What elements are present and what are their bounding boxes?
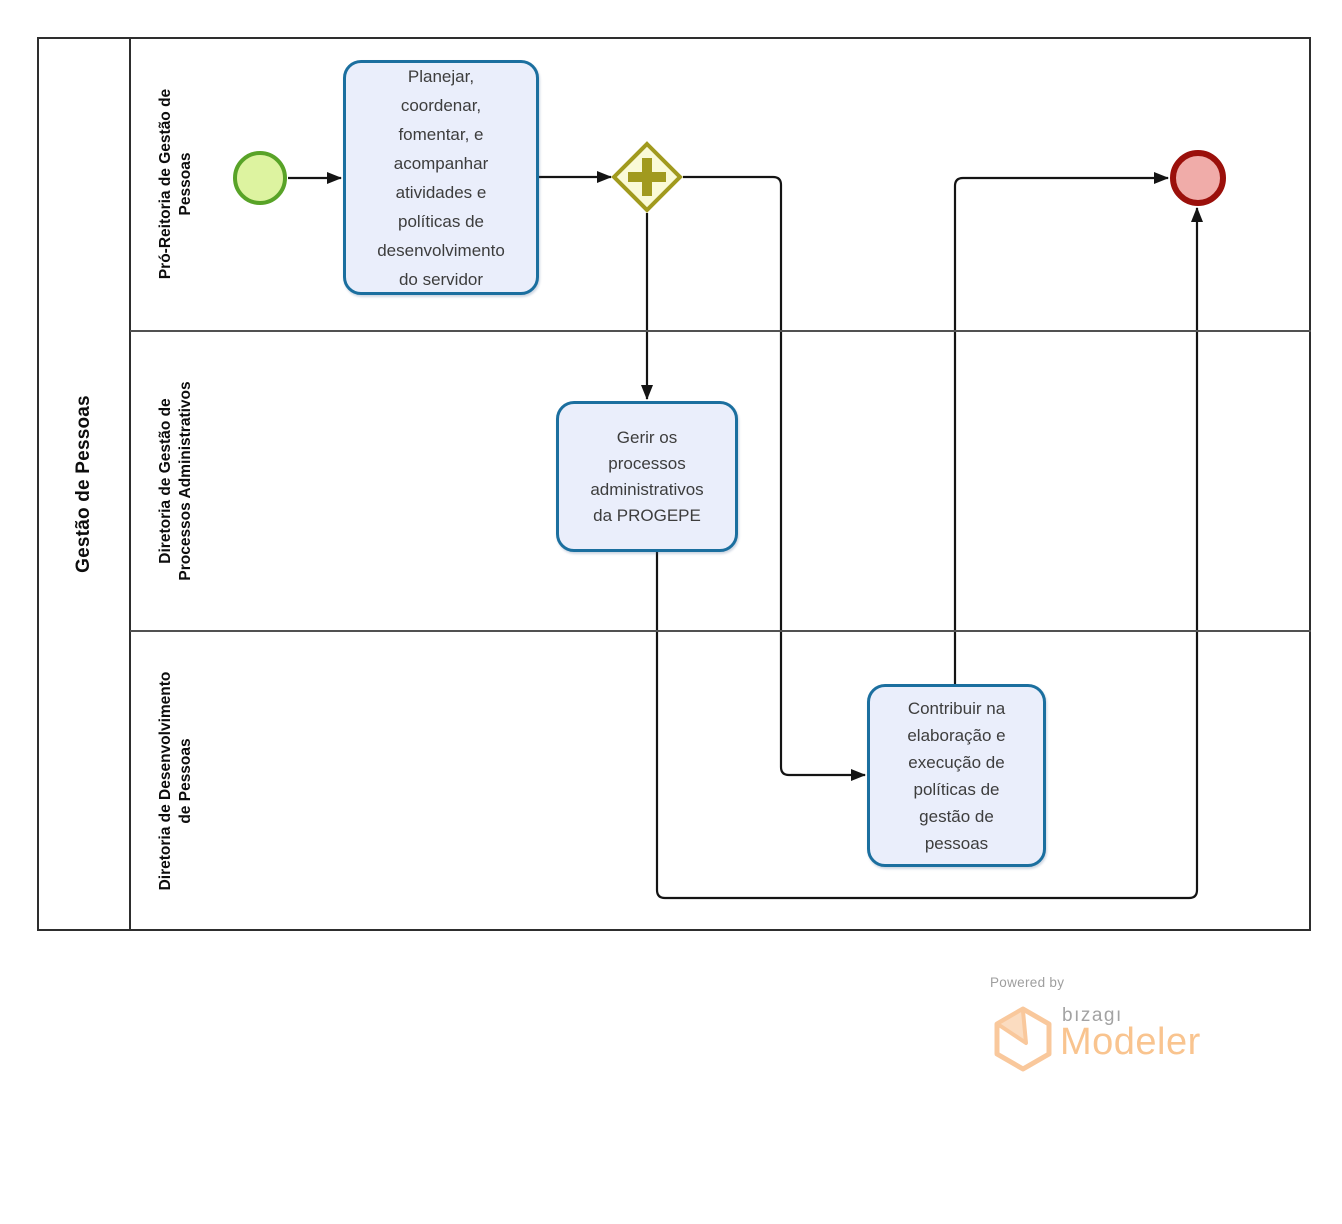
lane-label-diretoria-processos: Diretoria de Gestão de Processos Adminis… <box>157 381 194 581</box>
flow-task2-to-end <box>655 207 1203 900</box>
powered-by-label: Powered by <box>990 975 1065 990</box>
flow-gateway-to-task3 <box>683 175 866 781</box>
bizagi-box-icon <box>992 1005 1054 1078</box>
bizagi-wordmark: bızagı <box>1062 1005 1123 1026</box>
task-planejar-coordenar: Planejar, coordenar, fomentar, e acompan… <box>343 60 539 295</box>
flow-task3-to-end <box>953 172 1169 684</box>
task-gerir-processos: Gerir os processos administrativos da PR… <box>556 401 738 552</box>
end-event <box>1170 150 1226 206</box>
lane-divider-1 <box>130 330 1311 332</box>
pool-gestao-de-pessoas <box>37 37 1311 931</box>
task-contribuir-politicas: Contribuir na elaboração e execução de p… <box>867 684 1046 867</box>
start-event <box>233 151 287 205</box>
bizagi-modeler-logo[interactable]: Powered by bızagı Modeler <box>988 975 1248 1080</box>
modeler-wordmark: Modeler <box>1060 1021 1201 1063</box>
lane-label-pro-reitoria: Pró-Reitoria de Gestão de Pessoas <box>157 88 194 280</box>
lane-divider-2 <box>130 630 1311 632</box>
parallel-gateway-icon <box>611 141 683 213</box>
lane-label-diretoria-desenvolvimento: Diretoria de Desenvolvimento de Pessoas <box>157 671 194 891</box>
pool-label: Gestão de Pessoas <box>73 395 94 573</box>
pool-label-separator <box>129 37 131 931</box>
